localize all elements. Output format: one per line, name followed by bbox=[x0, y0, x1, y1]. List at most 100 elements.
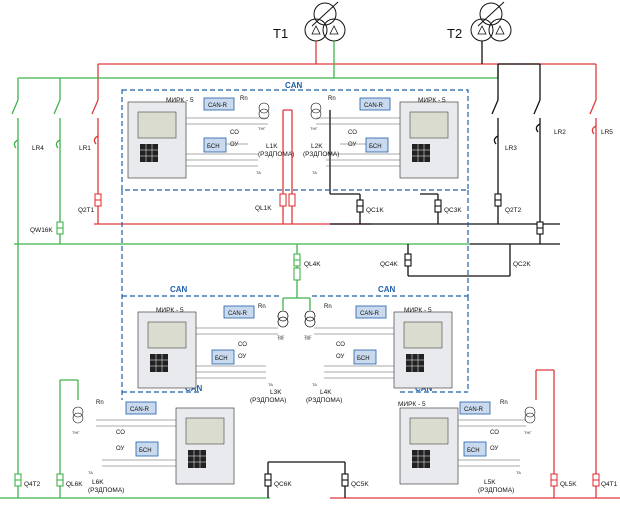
q2t2-label: Q2T2 bbox=[505, 207, 522, 214]
qc5k-breaker bbox=[341, 473, 349, 487]
canr-label: CAN-R bbox=[364, 103, 384, 109]
rn-label: Rn bbox=[96, 400, 104, 406]
rn-label: Rn bbox=[328, 96, 336, 102]
can-bus bbox=[121, 89, 469, 400]
green-network bbox=[0, 41, 499, 499]
feeder-l2k-sub: (РЗДПОМА) bbox=[303, 151, 339, 158]
can-label-bottom-left: CAN bbox=[185, 384, 203, 393]
mirk-label: МИРК - 5 bbox=[166, 97, 194, 104]
feeder-l5k-name: L5K bbox=[484, 479, 496, 486]
feeder-l1k-name: L1K bbox=[266, 143, 278, 150]
feeder-l3k-name: L3K bbox=[270, 389, 282, 396]
ql1k-label: QL1K bbox=[255, 205, 272, 212]
mirk-label: МИРК - 5 bbox=[418, 97, 446, 104]
qc6k-breaker bbox=[264, 473, 272, 487]
co-label: СО bbox=[116, 430, 125, 436]
mirk-unit-l2k: МИРК - 5 CAN-R Rn БСН СО ОУ ТНГ ТА bbox=[310, 96, 459, 179]
bsn-label: БСН bbox=[215, 356, 228, 362]
co-label: СО bbox=[348, 130, 357, 136]
mirk-label: МИРК - 5 bbox=[404, 307, 432, 314]
co-label: СО bbox=[336, 342, 345, 348]
qc1k-breaker bbox=[356, 199, 364, 213]
lr5-disconnector bbox=[589, 99, 597, 135]
q4t2-breaker bbox=[14, 473, 22, 487]
feeder-l3k-sub: (РЗДПОМА) bbox=[250, 397, 286, 404]
co-label: СО bbox=[238, 342, 247, 348]
transformer-t2-label: T2 bbox=[447, 26, 462, 41]
feeder-l4k-name: L4K bbox=[320, 389, 332, 396]
rn-label: Rn bbox=[500, 400, 508, 406]
qc2k-label: QC2K bbox=[513, 261, 531, 268]
ta-label: ТА bbox=[268, 382, 273, 387]
q4t1-breaker bbox=[592, 473, 600, 487]
co-label: СО bbox=[490, 430, 499, 436]
ql5k-breaker bbox=[550, 473, 558, 487]
tng-label: ТНГ bbox=[72, 430, 80, 435]
lr2-label: LR2 bbox=[554, 129, 566, 136]
canr-label: CAN-R bbox=[130, 407, 150, 413]
tng-label-mid-right: ТНГ bbox=[304, 336, 312, 341]
co-label: СО bbox=[230, 130, 239, 136]
ou-label: ОУ bbox=[336, 354, 345, 360]
mirk-unit-l3k: МИРК - 5 CAN-R Rn БСН СО ОУ ТНГ ТА bbox=[137, 304, 289, 389]
canr-label: CAN-R bbox=[464, 407, 484, 413]
q4t1-label: Q4T1 bbox=[601, 481, 618, 488]
bsn-label: БСН bbox=[369, 144, 382, 150]
mirk-unit-l5k: МИРК - 5 CAN-R Rn БСН СО ОУ ТНГ ТА bbox=[398, 400, 536, 485]
ou-label: ОУ bbox=[490, 446, 499, 452]
tng-label: ТНГ bbox=[524, 430, 532, 435]
ta-label: ТА bbox=[256, 170, 261, 175]
q4t2-label: Q4T2 bbox=[24, 481, 41, 488]
ql4k-breaker bbox=[293, 253, 301, 281]
lr5-label: LR5 bbox=[601, 129, 613, 136]
mirk-unit-l6k: CAN-R Rn БСН СО ОУ ТНГ ТА bbox=[72, 400, 235, 485]
ql1k-breaker bbox=[279, 193, 296, 207]
red-network bbox=[94, 41, 620, 499]
ql5k-label: QL5K bbox=[560, 481, 577, 488]
ou-label: ОУ bbox=[230, 142, 239, 148]
feeder-l1k-sub: (РЗДПОМА) bbox=[258, 151, 294, 158]
can-label-mid-right: CAN bbox=[378, 285, 396, 294]
ta-label: ТА bbox=[312, 170, 317, 175]
ou-label: ОУ bbox=[116, 446, 125, 452]
ql4k-label: QL4K bbox=[304, 261, 321, 268]
q2t2-breaker bbox=[494, 193, 502, 207]
feeder-l6k-name: L6K bbox=[92, 479, 104, 486]
rn-label: Rn bbox=[240, 96, 248, 102]
can-label-mid-left: CAN bbox=[170, 285, 188, 294]
lr3-label: LR3 bbox=[505, 145, 517, 152]
can-label-top: CAN bbox=[285, 81, 303, 90]
rn-label: Rn bbox=[324, 304, 332, 310]
mirk-label: МИРК - 5 bbox=[398, 401, 426, 408]
feeder-l6k-sub: (РЗДПОМА) bbox=[88, 487, 124, 494]
tng-label: ТНГ bbox=[277, 334, 285, 339]
ou-label: ОУ bbox=[238, 354, 247, 360]
qc4k-label: QC4K bbox=[380, 261, 398, 268]
rn-label: Rn bbox=[258, 304, 266, 310]
transformer-t1-label: T1 bbox=[273, 26, 288, 41]
can-label-bottom-right: CAN bbox=[415, 384, 433, 393]
ql6k-label: QL6K bbox=[66, 481, 83, 488]
qw16k-label: QW16K bbox=[30, 227, 53, 234]
ou-label: ОУ bbox=[348, 142, 357, 148]
qc6k-label: QC6K bbox=[274, 481, 292, 488]
transformer-t2 bbox=[470, 1, 512, 42]
ql6k-breaker bbox=[56, 473, 64, 487]
qc5k-label: QC5K bbox=[351, 481, 369, 488]
qc3k-breaker bbox=[434, 199, 442, 213]
canr-label: CAN-R bbox=[360, 311, 380, 317]
vt-green-mid bbox=[277, 310, 316, 328]
ta-label: ТА bbox=[312, 382, 317, 387]
tng-label-mid-left: ТНГ bbox=[277, 336, 285, 341]
q2t1-label: Q2T1 bbox=[78, 207, 95, 214]
mirk-unit-l4k: МИРК - 5 CAN-R Rn БСН СО ОУ ТНГ ТА bbox=[304, 304, 453, 389]
mirk-unit-l1k: МИРК - 5 CAN-R Rn БСН СО ОУ ТНГ ТА bbox=[127, 96, 270, 179]
qc2k-breaker bbox=[536, 221, 544, 235]
ta-label: ТА bbox=[516, 470, 521, 475]
feeder-l4k-sub: (РЗДПОМА) bbox=[306, 397, 342, 404]
qw16k-breaker bbox=[56, 221, 64, 235]
tng-label: ТНГ bbox=[304, 334, 312, 339]
bsn-label: БСН bbox=[139, 448, 152, 454]
